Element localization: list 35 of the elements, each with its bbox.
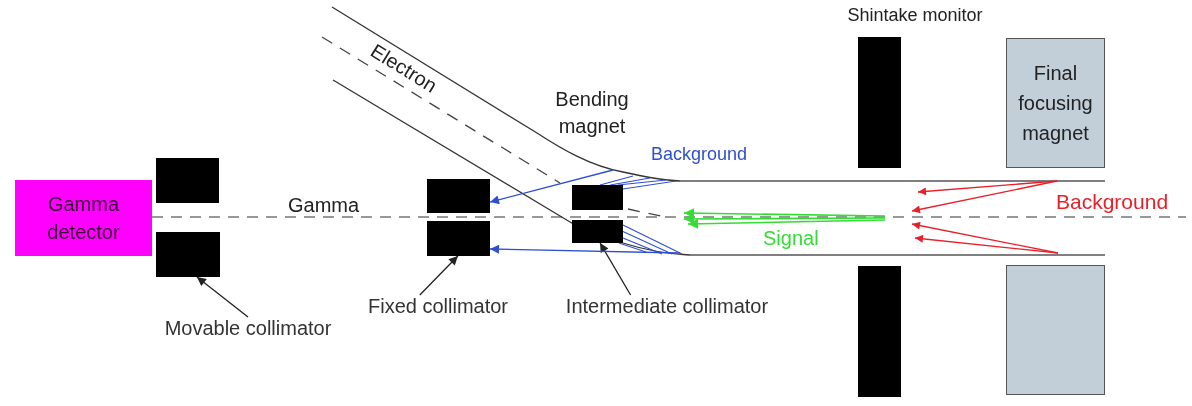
- collimator-block: [572, 185, 623, 210]
- leader-arrow: [599, 242, 632, 296]
- magnet-label: Final focusing magnet: [1017, 61, 1094, 146]
- magnet-box: [1006, 38, 1105, 168]
- collimator-label: Movable collimator: [164, 317, 332, 340]
- scatter-line: [618, 242, 647, 253]
- scatter-line: [622, 237, 663, 255]
- background-label: Background: [1056, 190, 1169, 213]
- scatter-line: [622, 224, 683, 255]
- beam-label: Gamma: [288, 194, 360, 216]
- background-label: Background: [651, 144, 748, 164]
- detector-label: Gamma detector: [46, 192, 121, 245]
- scatter-line: [617, 179, 667, 186]
- background-ray-arrow: [489, 169, 614, 205]
- scatter-line: [599, 175, 634, 186]
- collimator-block: [156, 158, 219, 203]
- leader-arrow: [419, 255, 459, 296]
- monitor-block: [858, 37, 901, 168]
- signal-label: Signal: [763, 227, 819, 249]
- monitor-label: Shintake monitor: [847, 5, 983, 25]
- collimator-label: Fixed collimator: [368, 295, 508, 318]
- magnet-label: Bending magnet: [554, 87, 630, 139]
- scatter-line: [622, 230, 673, 255]
- collimator-label: Intermediate collimator: [565, 295, 769, 318]
- scatter-line: [609, 177, 651, 186]
- background-ray-arrow: [489, 244, 681, 254]
- collimator-block: [427, 221, 490, 256]
- leader-arrow: [196, 276, 249, 318]
- detector-box: [15, 180, 152, 256]
- collimator-block: [572, 220, 623, 243]
- collimator-block: [156, 232, 220, 277]
- collimator-block: [427, 179, 490, 213]
- monitor-block: [858, 266, 901, 397]
- magnet-box: [1006, 265, 1105, 395]
- scatter-line: [622, 180, 677, 190]
